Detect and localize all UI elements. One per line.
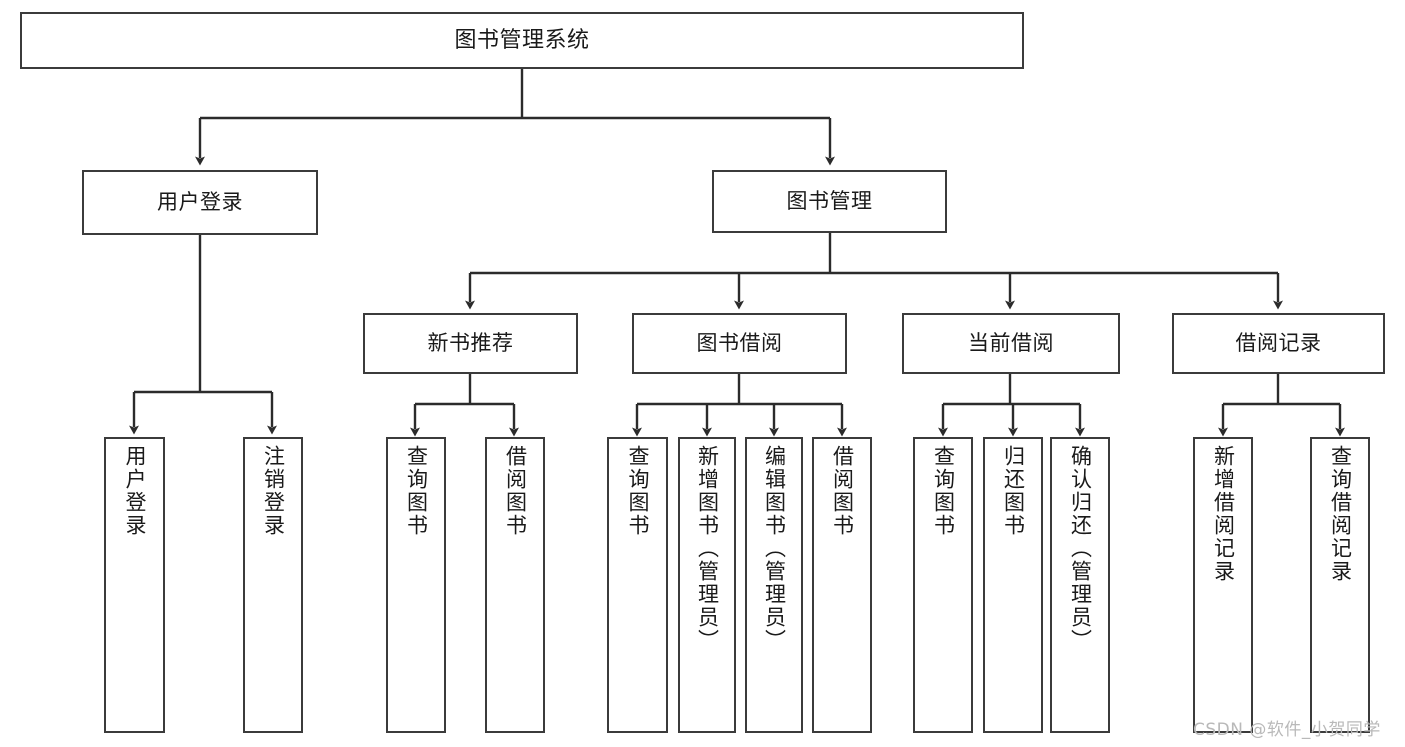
node-label: 查询图书 xyxy=(931,445,956,537)
node-label: 查询图书 xyxy=(626,445,650,537)
node-label: 归还图书 xyxy=(1001,445,1026,537)
node-leaf-borrow-record-add[interactable]: 新增借阅记录 xyxy=(1193,437,1253,733)
node-leaf-new-book-borrow[interactable]: 借阅图书 xyxy=(485,437,545,733)
node-leaf-book-borrow-borrow[interactable]: 借阅图书 xyxy=(812,437,872,733)
node-leaf-current-borrow-query[interactable]: 查询图书 xyxy=(913,437,973,733)
csdn-watermark: CSDN @软件_小贺同学 xyxy=(1193,720,1381,740)
node-label: 新增图书（管理员） xyxy=(695,445,720,652)
node-label: 用户登录 xyxy=(123,445,147,537)
node-root-system[interactable]: 图书管理系统 xyxy=(20,12,1024,69)
node-leaf-borrow-record-query[interactable]: 查询借阅记录 xyxy=(1310,437,1370,733)
node-new-book-recommend[interactable]: 新书推荐 xyxy=(363,313,578,374)
node-label: 图书管理 xyxy=(786,189,873,214)
node-leaf-new-book-query[interactable]: 查询图书 xyxy=(386,437,446,733)
node-borrow-record[interactable]: 借阅记录 xyxy=(1172,313,1385,374)
node-label: 当前借阅 xyxy=(968,331,1054,356)
node-label: 新书推荐 xyxy=(427,331,514,356)
node-leaf-current-borrow-return[interactable]: 归还图书 xyxy=(983,437,1043,733)
node-label: 图书管理系统 xyxy=(454,27,590,53)
node-label: 借阅图书 xyxy=(503,445,528,537)
node-label: 新增借阅记录 xyxy=(1211,445,1236,583)
node-label: 借阅记录 xyxy=(1235,331,1322,356)
node-label: 借阅图书 xyxy=(830,445,855,537)
node-label: 查询图书 xyxy=(404,445,429,537)
node-leaf-current-borrow-confirm[interactable]: 确认归还（管理员） xyxy=(1050,437,1110,733)
node-leaf-user-login-signin[interactable]: 用户登录 xyxy=(104,437,165,733)
node-user-login[interactable]: 用户登录 xyxy=(82,170,318,235)
node-leaf-user-login-signout[interactable]: 注销登录 xyxy=(243,437,303,733)
node-label: 图书借阅 xyxy=(696,331,783,356)
node-leaf-book-borrow-add[interactable]: 新增图书（管理员） xyxy=(678,437,736,733)
node-label: 用户登录 xyxy=(157,190,243,215)
node-book-management[interactable]: 图书管理 xyxy=(712,170,947,233)
node-label: 编辑图书（管理员） xyxy=(762,445,787,652)
node-label: 查询借阅记录 xyxy=(1328,445,1353,583)
node-current-borrow[interactable]: 当前借阅 xyxy=(902,313,1120,374)
node-book-borrow[interactable]: 图书借阅 xyxy=(632,313,847,374)
node-label: 注销登录 xyxy=(261,445,286,537)
node-leaf-book-borrow-edit[interactable]: 编辑图书（管理员） xyxy=(745,437,803,733)
node-leaf-book-borrow-query[interactable]: 查询图书 xyxy=(607,437,668,733)
node-label: 确认归还（管理员） xyxy=(1068,445,1093,652)
